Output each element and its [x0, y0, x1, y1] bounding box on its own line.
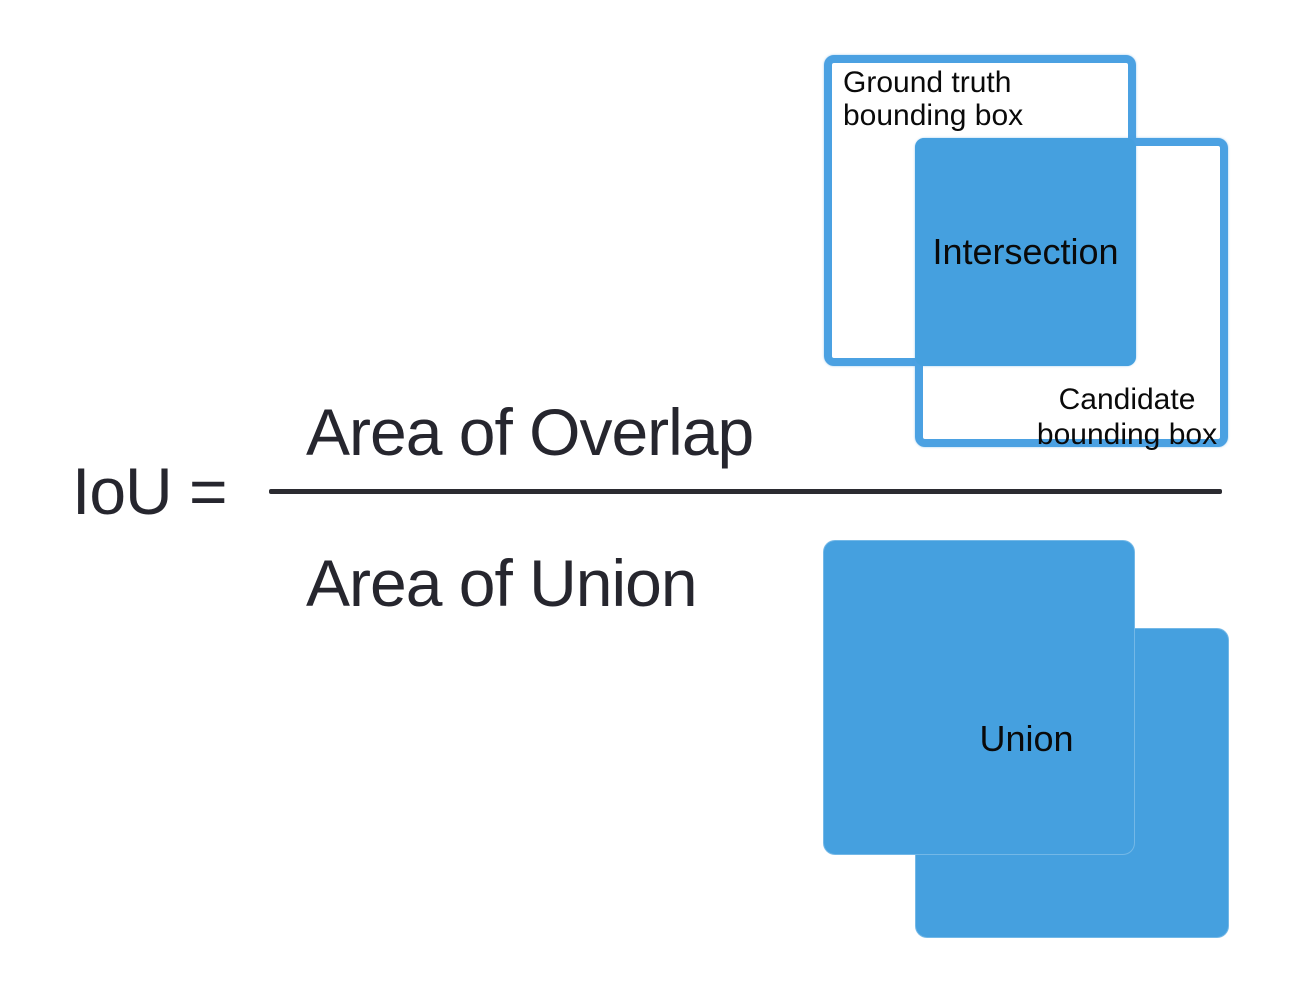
- formula-denominator: Area of Union: [306, 546, 698, 620]
- ground-truth-box-label: Ground truth bounding box: [843, 66, 1023, 132]
- intersection-region: Intersection: [915, 138, 1136, 366]
- ground-truth-label-line2: bounding box: [843, 99, 1024, 132]
- union-label-wrap: Union: [823, 540, 1230, 938]
- union-label: Union: [979, 718, 1074, 759]
- candidate-label-line2: bounding box: [1036, 418, 1218, 451]
- formula-lhs: IoU =: [72, 454, 228, 528]
- formula-numerator: Area of Overlap: [306, 395, 754, 469]
- intersection-label: Intersection: [932, 231, 1119, 272]
- union-region: Union: [823, 540, 1230, 938]
- ground-truth-label-line1: Ground truth: [843, 66, 1012, 99]
- candidate-label-line1: Candidate: [1058, 383, 1196, 416]
- fraction-bar: [269, 489, 1222, 494]
- candidate-box-label: Candidate bounding box: [1027, 382, 1227, 452]
- union-ground-truth-rect: [823, 540, 1135, 855]
